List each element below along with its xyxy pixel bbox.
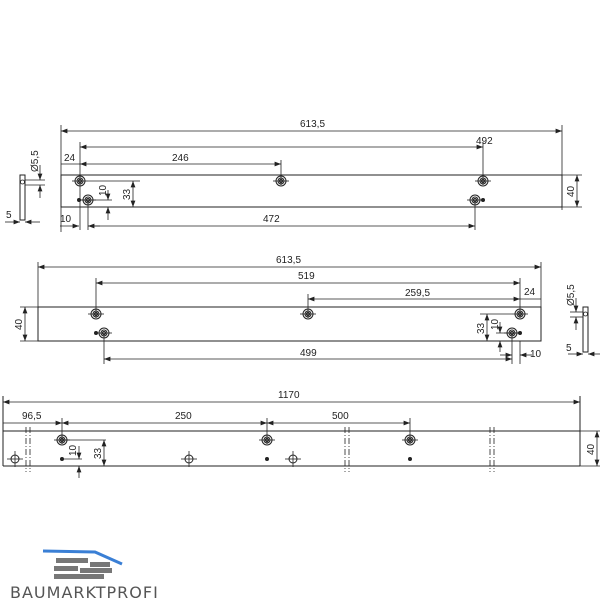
dim-33: 33 — [93, 447, 104, 459]
countersunk-hole — [88, 308, 104, 320]
dim-40: 40 — [586, 443, 597, 455]
through-hole — [7, 451, 23, 467]
dim-499: 499 — [300, 348, 317, 359]
dim-472: 472 — [263, 214, 280, 225]
countersunk-hole — [467, 194, 483, 206]
dim-250: 250 — [175, 411, 192, 422]
mounting-plate-bottom: 1170 96,5 250 500 10 33 40 — [2, 390, 600, 478]
pin-mark — [94, 331, 98, 335]
mounting-holes — [7, 175, 588, 467]
dim-519: 519 — [298, 271, 315, 282]
dim-overall: 1170 — [278, 390, 300, 401]
pin-mark — [77, 198, 81, 202]
break-lines — [25, 427, 495, 472]
side-diameter: Ø5,5 — [566, 284, 577, 306]
dim-33: 33 — [122, 188, 133, 200]
countersunk-hole — [504, 327, 520, 339]
countersunk-hole — [273, 175, 289, 187]
side-diameter: Ø5,5 — [30, 150, 41, 172]
side-5: 5 — [566, 343, 572, 354]
dim-overall: 613,5 — [276, 255, 301, 266]
dim-24: 24 — [524, 287, 536, 298]
logo-text: BAUMARKTPROFI — [10, 583, 159, 602]
dim-10: 10 — [530, 349, 542, 360]
dim-24: 24 — [64, 153, 76, 164]
pin-mark — [481, 198, 485, 202]
baumarktprofi-logo — [42, 549, 123, 579]
dim-10-v: 10 — [68, 444, 79, 456]
dim-40: 40 — [14, 318, 25, 330]
countersunk-hole — [80, 194, 96, 206]
countersunk-hole — [259, 434, 275, 446]
countersunk-hole — [402, 434, 418, 446]
dim-40: 40 — [566, 185, 577, 197]
dim-96-5: 96,5 — [22, 411, 42, 422]
dim-10-v: 10 — [490, 318, 501, 330]
dim-10: 10 — [60, 214, 72, 225]
side-5: 5 — [6, 210, 12, 221]
pin-mark — [518, 331, 522, 335]
dim-500: 500 — [332, 411, 349, 422]
through-hole — [285, 451, 301, 467]
dim-10-v: 10 — [98, 184, 109, 196]
countersunk-hole — [72, 175, 88, 187]
dim-492: 492 — [476, 136, 493, 147]
mounting-plate-top: 613,5 492 246 24 10 472 33 10 40 Ø5,5 5 — [5, 119, 582, 232]
dim-33: 33 — [476, 322, 487, 334]
mounting-plate-middle: 613,5 519 259,5 24 499 10 33 10 40 Ø5,5 … — [14, 255, 600, 364]
countersunk-hole — [300, 308, 316, 320]
countersunk-hole — [512, 308, 528, 320]
pin-mark — [408, 457, 412, 461]
dim-246: 246 — [172, 153, 189, 164]
countersunk-hole — [54, 434, 70, 446]
countersunk-hole — [96, 327, 112, 339]
dim-overall: 613,5 — [300, 119, 325, 130]
pin-mark — [265, 457, 269, 461]
pin-mark — [60, 457, 64, 461]
through-hole — [181, 451, 197, 467]
countersunk-hole — [475, 175, 491, 187]
dim-259-5: 259,5 — [405, 288, 430, 299]
